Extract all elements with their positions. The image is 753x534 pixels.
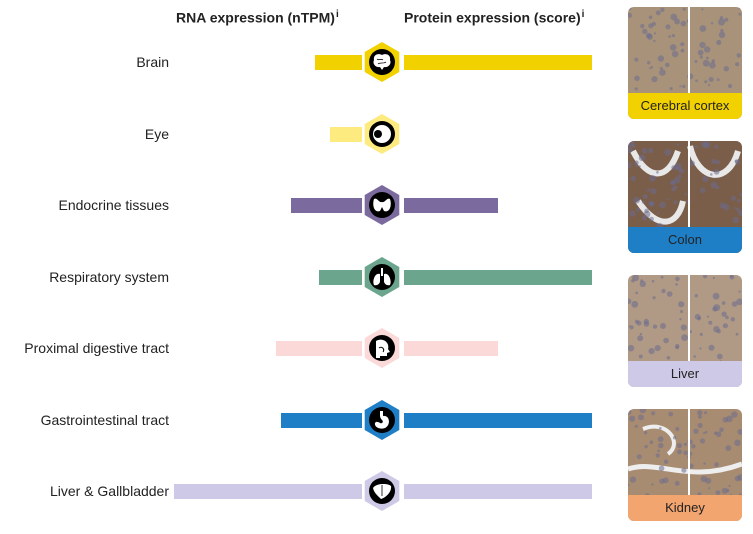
rna-expression-bar[interactable] xyxy=(291,198,362,213)
protein-expression-bar[interactable] xyxy=(404,412,592,428)
protein-expression-bar[interactable] xyxy=(404,269,592,285)
rna-expression-bar[interactable] xyxy=(330,126,362,142)
protein-expression-bar[interactable] xyxy=(404,198,498,213)
image-divider xyxy=(688,141,690,253)
thumbnail-caption: Cerebral cortex xyxy=(628,93,742,119)
tissue-label[interactable]: Liver & Gallbladder xyxy=(49,483,169,499)
image-divider xyxy=(688,409,690,521)
thumbnail-caption: Liver xyxy=(628,361,742,387)
thyroid-icon xyxy=(364,185,400,225)
tissue-thumbnail[interactable]: Colon xyxy=(628,141,742,253)
protein-expression-bar[interactable] xyxy=(404,484,592,499)
tissue-label[interactable]: Brain xyxy=(136,54,169,70)
rna-header-label: RNA expression (nTPM) xyxy=(176,9,335,26)
tissue-label[interactable]: Eye xyxy=(144,125,169,142)
head-icon xyxy=(364,328,400,368)
thumbnail-caption: Kidney xyxy=(628,495,742,521)
tissue-label[interactable]: Gastrointestinal tract xyxy=(40,411,169,428)
tissue-thumbnail[interactable]: Cerebral cortex xyxy=(628,7,742,119)
brain-icon xyxy=(364,42,400,82)
protein-expression-bar[interactable] xyxy=(404,341,498,356)
rna-expression-bar[interactable] xyxy=(276,341,362,356)
lungs-icon xyxy=(364,256,400,297)
protein-expression-bar[interactable] xyxy=(404,55,592,70)
rna-expression-bar[interactable] xyxy=(315,55,362,70)
eye-icon xyxy=(364,113,400,154)
protein-header-label: Protein expression (score) xyxy=(404,9,581,26)
rna-expression-bar[interactable] xyxy=(281,412,362,428)
image-divider xyxy=(688,7,690,119)
rna-expression-bar[interactable] xyxy=(319,269,362,285)
liver-icon xyxy=(364,471,400,511)
tissue-label[interactable]: Respiratory system xyxy=(49,268,169,285)
tissue-label[interactable]: Endocrine tissues xyxy=(58,197,169,213)
tissue-label[interactable]: Proximal digestive tract xyxy=(24,340,169,356)
protein-info-icon[interactable]: i xyxy=(581,9,585,20)
thumbnail-caption: Colon xyxy=(628,227,742,253)
rna-expression-bar[interactable] xyxy=(174,484,362,499)
protein-expression-header: Protein expression (score)i xyxy=(404,9,584,26)
rna-info-icon[interactable]: i xyxy=(335,9,339,20)
stomach-icon xyxy=(364,399,400,440)
image-divider xyxy=(688,275,690,387)
tissue-thumbnail[interactable]: Kidney xyxy=(628,409,742,521)
rna-expression-header: RNA expression (nTPM)i xyxy=(176,9,339,26)
tissue-thumbnail[interactable]: Liver xyxy=(628,275,742,387)
